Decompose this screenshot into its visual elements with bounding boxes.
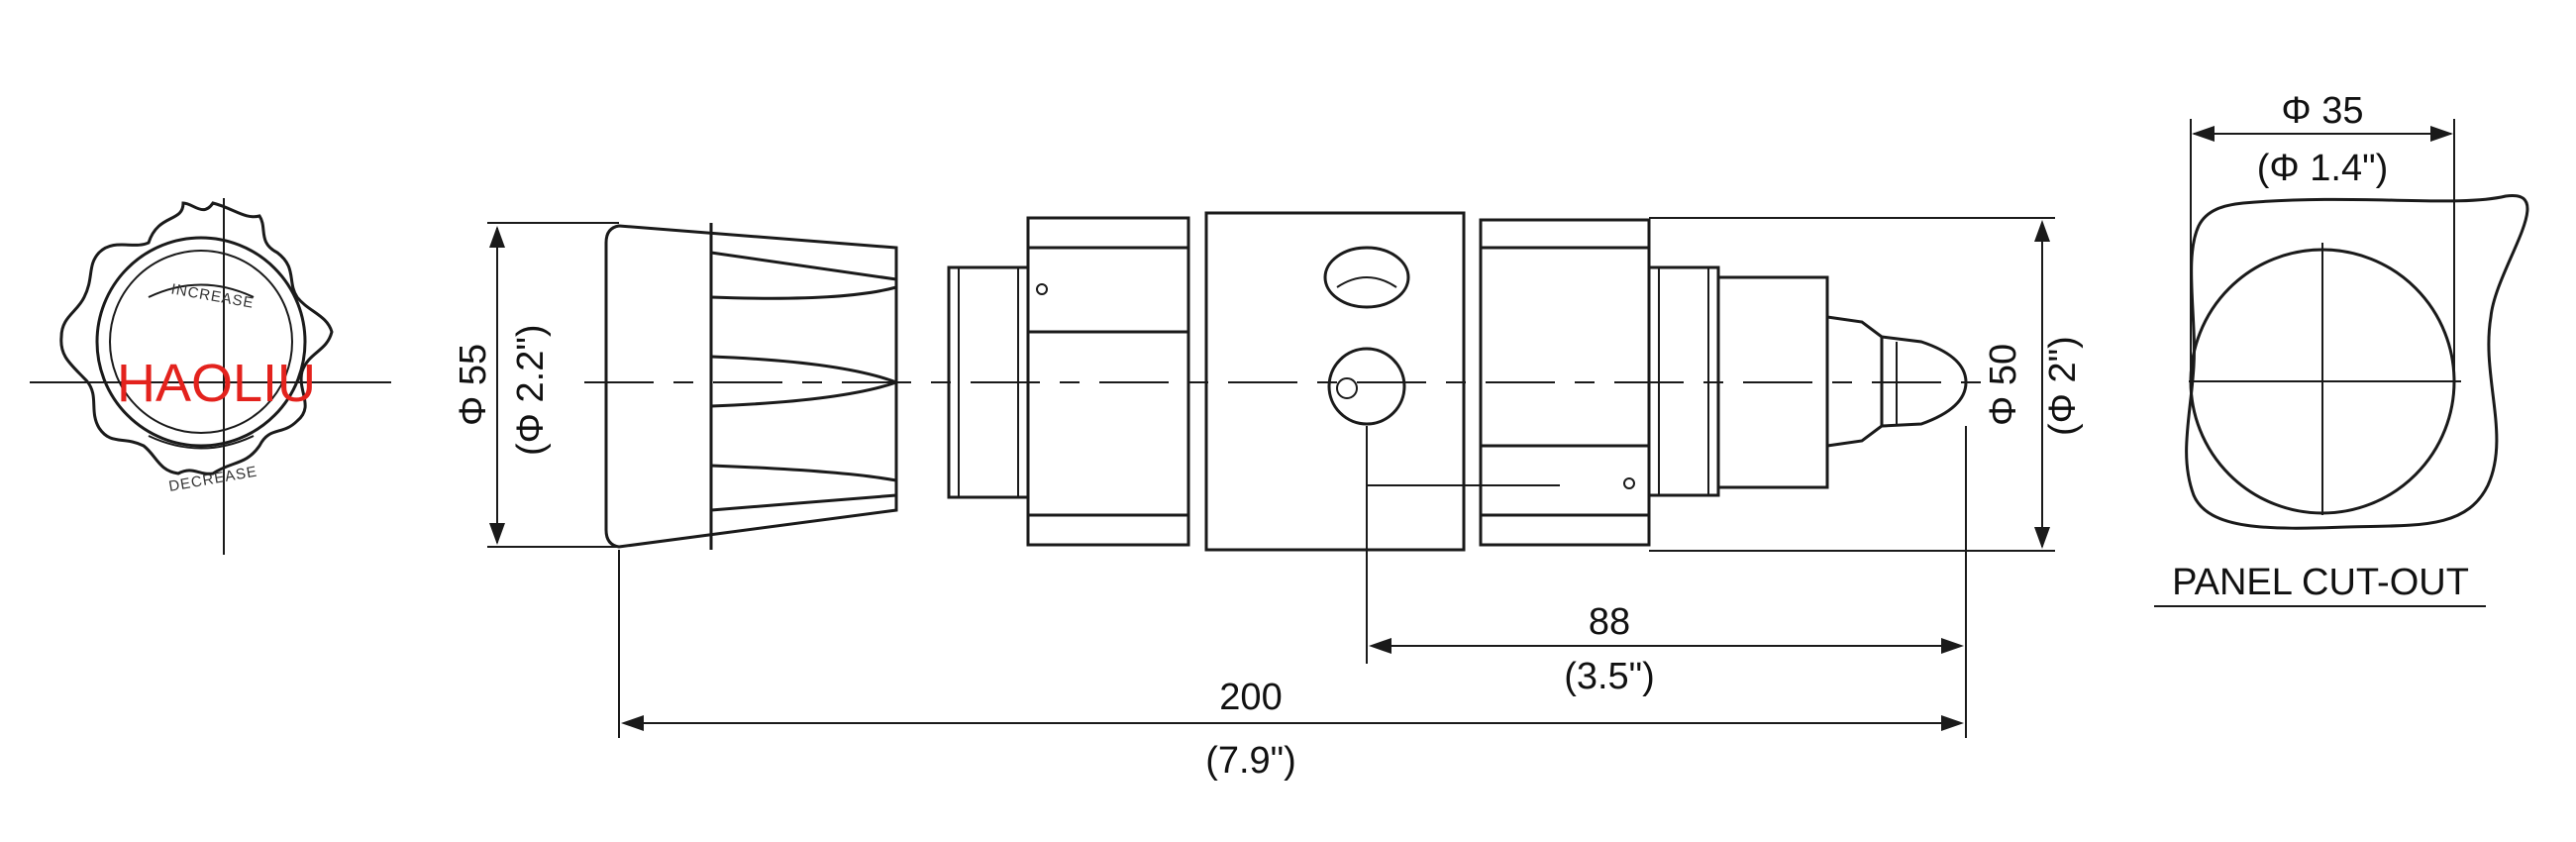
brand-logo: HAOLIU (117, 354, 316, 413)
dim55-in: (Φ 2.2") (510, 325, 552, 457)
dim35-arrow-left (2192, 126, 2215, 142)
gauge-port-top-inner (1336, 276, 1397, 288)
dim200-arrow-right (1941, 715, 1964, 731)
knob-rib-3 (710, 355, 897, 384)
dim50-arrow-bottom (2034, 527, 2050, 549)
dim88-mm: 88 (1589, 601, 1630, 643)
dim88-in: (3.5") (1564, 656, 1655, 697)
decrease-arrow-icon (148, 435, 255, 450)
dimension-lines: Φ 55 (Φ 2.2") Φ 50 (Φ 2") 200 (7.9") 88 … (453, 217, 2084, 782)
dim50-in: (Φ 2") (2042, 336, 2084, 436)
knob-rib-4 (710, 380, 897, 408)
dim200-arrow-left (621, 715, 644, 731)
dim55-arrow-bottom (489, 523, 505, 545)
dim50-arrow-top (2034, 220, 2050, 242)
decrease-label: DECREASE (167, 463, 258, 494)
dim50-mm: Φ 50 (1983, 344, 2024, 426)
gauge-port-top (1323, 246, 1410, 309)
inlet-port-bore (1336, 377, 1358, 399)
outlet-screw (1623, 477, 1635, 489)
dim88-arrow-left (1369, 638, 1391, 654)
knob-outer-ring (95, 236, 307, 448)
knob-outer-scalloped-edge (59, 201, 334, 475)
panel-cutout-label: PANEL CUT-OUT (2172, 562, 2469, 603)
knob-rib-5 (710, 464, 897, 482)
dim88-arrow-right (1941, 638, 1964, 654)
increase-arrow-icon (148, 283, 255, 298)
dim35-mm: Φ 35 (2281, 90, 2363, 132)
knob-inner-ring (109, 250, 293, 434)
dim35-in: (Φ 1.4") (2257, 148, 2389, 189)
panel-cutout-view: Φ 35 (Φ 1.4") PANEL CUT-OUT (2154, 90, 2529, 607)
knob-front-view: INCREASE DECREASE HAOLIU (30, 198, 391, 555)
dim200-in: (7.9") (1205, 740, 1296, 782)
inlet-port (1327, 347, 1406, 426)
panel-outline (2185, 194, 2529, 530)
knob-rib-2 (710, 285, 897, 300)
bonnet-screw (1036, 283, 1048, 295)
regulator-side-view (584, 211, 1981, 664)
dim55-arrow-top (489, 226, 505, 248)
knob-rib-6 (710, 493, 897, 512)
knob-rib-1 (710, 251, 897, 281)
dim35-arrow-right (2430, 126, 2453, 142)
dim200-mm: 200 (1219, 677, 1282, 718)
dim55-mm: Φ 55 (453, 344, 494, 426)
